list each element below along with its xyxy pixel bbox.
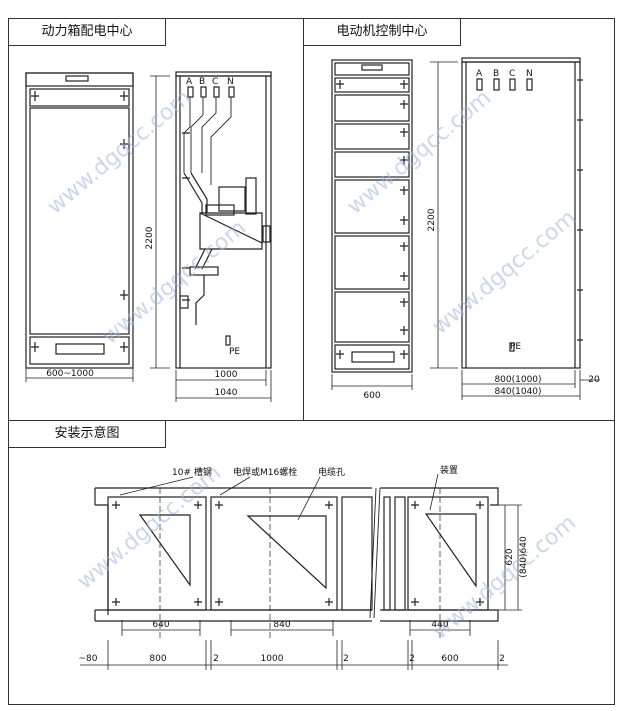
bottom-dim-1000: 1000: [261, 654, 284, 664]
mcc-height-dim: 2200: [427, 208, 437, 231]
power-bus-label-c: C: [212, 77, 218, 87]
callout-channel-steel: 10# 槽钢: [172, 466, 212, 478]
power-front-width-label: 600~1000: [46, 369, 94, 379]
watermark-4: www.dgqcc.com: [428, 205, 581, 339]
watermark-group: www.dgqcc.com www.dgqcc.com www.dgqcc.co…: [43, 85, 581, 644]
motor-control-title: 电动机控制中心: [304, 19, 461, 46]
power-distribution-title: 动力箱配电中心: [9, 19, 166, 46]
power-cabinet-side: [175, 71, 272, 369]
mcc-cabinet-side: [461, 57, 583, 369]
power-front-width-dim: [25, 366, 134, 382]
callout-device: 装置: [440, 464, 458, 476]
mcc-pe-label: PE: [510, 342, 521, 352]
watermark-2: www.dgqcc.com: [98, 215, 251, 349]
mcc-bus-label-n: N: [526, 69, 533, 79]
installation-plan: [94, 473, 499, 640]
mcc-front-width-label: 600: [363, 391, 380, 401]
mcc-bus-label-c: C: [509, 69, 515, 79]
power-bus-label-a: A: [186, 77, 193, 87]
mcc-bus-label-a: A: [476, 69, 483, 79]
installation-title: 安装示意图: [9, 421, 166, 448]
installation-labels: 10# 槽钢 电焊或M16螺栓 电缆孔 装置 640 840 440 ~80 8…: [79, 464, 530, 664]
watermark-6: www.dgqcc.com: [428, 510, 581, 644]
side-dim-840-640: (840)640: [519, 536, 529, 578]
bottom-dim-gap-2: 2: [343, 654, 349, 664]
power-depth-label: 1000: [215, 370, 238, 380]
bottom-dim-gap-4: 2: [499, 654, 505, 664]
power-side-dims: [150, 75, 272, 402]
mcc-front-width-dim: [331, 374, 413, 390]
power-pe-label: PE: [229, 347, 240, 357]
inner-dim-840: 840: [273, 620, 290, 630]
mcc-depth-total-label: 840(1040): [494, 387, 541, 397]
side-dim-620: 620: [505, 548, 515, 565]
bottom-dim-gap-3: 2: [409, 654, 415, 664]
mcc-gap-label: 20: [588, 375, 600, 385]
frame: [8, 18, 615, 705]
callout-cable-hole: 电缆孔: [318, 466, 345, 478]
mcc-labels: A B C N 2200 600 800(1000) 840(1040) 20 …: [363, 69, 600, 401]
installation-dims: [80, 504, 522, 670]
mcc-side-dims: [430, 61, 600, 400]
power-bus-label-n: N: [227, 77, 234, 87]
power-depth-total-label: 1040: [215, 388, 238, 398]
watermark-5: www.dgqcc.com: [73, 460, 226, 594]
bottom-dim-80: ~80: [79, 654, 98, 664]
bottom-dim-600: 600: [441, 654, 458, 664]
mcc-bus-label-b: B: [493, 69, 499, 79]
mcc-cabinet-front: [331, 59, 413, 373]
power-bus-label-b: B: [199, 77, 205, 87]
power-cabinet-front: [25, 72, 134, 369]
callout-weld-bolt: 电焊或M16螺栓: [233, 466, 297, 478]
inner-dim-440: 440: [431, 620, 448, 630]
mcc-depth-label: 800(1000): [494, 375, 541, 385]
bottom-dim-gap-1: 2: [213, 654, 219, 664]
power-labels: A B C N 2200 600~1000 1000 1040 PE: [46, 77, 240, 398]
inner-dim-640: 640: [152, 620, 169, 630]
power-height-dim: 2200: [145, 226, 155, 249]
bottom-dim-800: 800: [149, 654, 166, 664]
